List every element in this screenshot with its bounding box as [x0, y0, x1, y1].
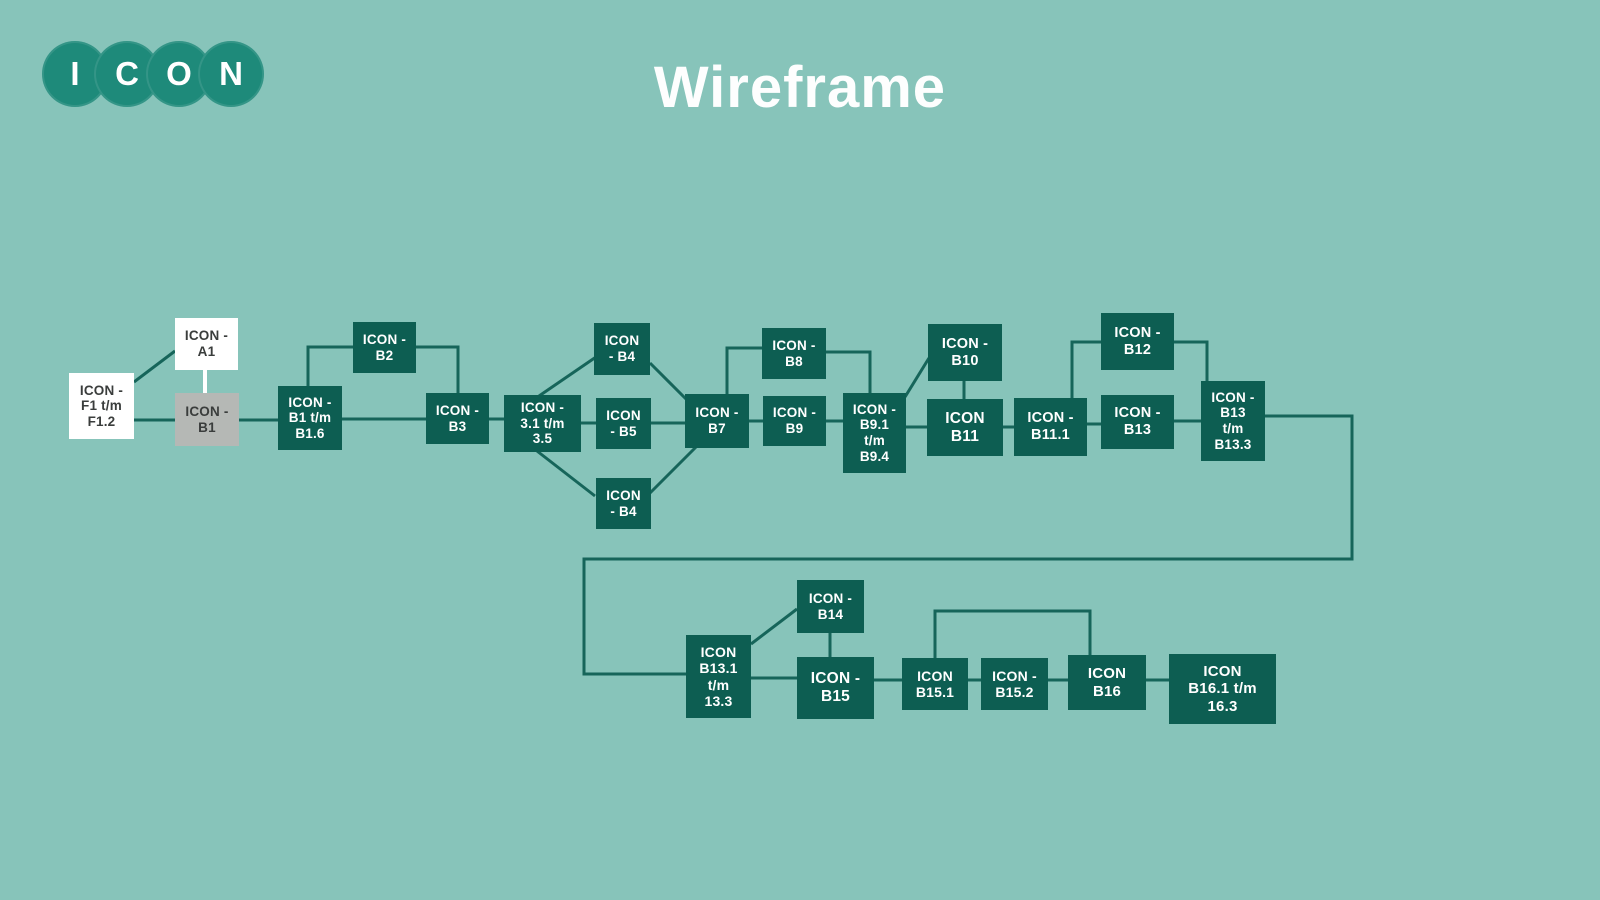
node-b9-1: ICON - B9.1 t/m B9.4: [843, 393, 906, 473]
node-f1: ICON - F1 t/m F1.2: [69, 373, 134, 439]
edge-b3.1-b4top: [538, 355, 597, 398]
node-b15: ICON - B15: [797, 657, 874, 719]
node-b1-6: ICON - B1 t/m B1.6: [278, 386, 342, 450]
node-b3-1: ICON - 3.1 t/m 3.5: [504, 395, 581, 452]
node-b10: ICON - B10: [928, 324, 1002, 381]
edge-b4top-b7: [648, 361, 689, 402]
node-b12: ICON - B12: [1101, 313, 1174, 370]
edge-b4bottom-b7: [648, 445, 698, 495]
page-title: Wireframe: [653, 55, 947, 120]
edge-b13tm-b13.1: [582, 414, 1354, 676]
node-b13-tm: ICON - B13 t/m B13.3: [1201, 381, 1265, 461]
node-b15-2: ICON - B15.2: [981, 658, 1048, 710]
edge-b8-b9.1: [826, 350, 872, 393]
edge-b2-b3: [416, 345, 460, 393]
node-b13: ICON - B13: [1101, 395, 1174, 449]
logo-circle-n: N: [198, 41, 264, 107]
node-b14: ICON - B14: [797, 580, 864, 633]
node-b16: ICON B16: [1068, 655, 1146, 710]
node-b2: ICON - B2: [353, 322, 416, 373]
node-a1: ICON - A1: [175, 318, 238, 370]
node-b9: ICON - B9: [763, 396, 826, 446]
node-b4-bottom: ICON - B4: [596, 478, 651, 529]
edge-b15.1-b16-bracket: [933, 609, 1092, 658]
edge-b13.1-b14: [750, 607, 798, 646]
edge-b3.1-b4bottom: [536, 449, 596, 498]
node-b7: ICON - B7: [685, 394, 749, 448]
node-b11: ICON B11: [927, 399, 1003, 456]
node-b8: ICON - B8: [762, 328, 826, 379]
edge-b1.6-b2: [306, 345, 353, 386]
node-b13-1: ICON B13.1 t/m 13.3: [686, 635, 751, 718]
edge-b11.1-b12: [1070, 340, 1101, 398]
node-b11-1: ICON - B11.1: [1014, 398, 1087, 456]
edge-b12-b13tm: [1174, 340, 1209, 381]
node-b4-top: ICON - B4: [594, 323, 650, 375]
node-b16-1: ICON B16.1 t/m 16.3: [1169, 654, 1276, 724]
edge-b7-b8: [725, 346, 762, 394]
node-b3: ICON - B3: [426, 393, 489, 444]
node-b1: ICON - B1: [175, 393, 239, 446]
logo-circle-o: O: [146, 41, 212, 107]
edge-f1-a1: [133, 349, 176, 384]
node-b15-1: ICON B15.1: [902, 658, 968, 710]
node-b5: ICON - B5: [596, 398, 651, 449]
edge-b9.1-b10: [903, 357, 931, 398]
